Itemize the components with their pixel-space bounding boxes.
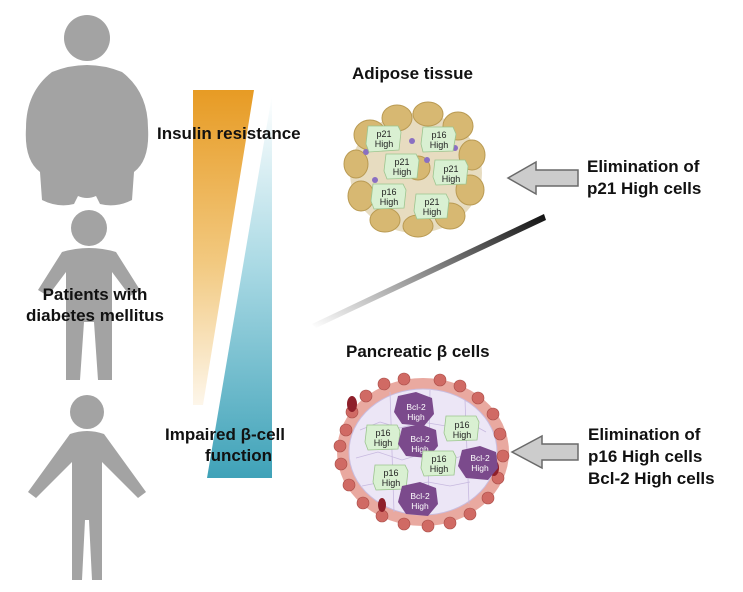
left-arrow-icon <box>506 160 579 196</box>
pancreas-cell-bcl2-4: Bcl-2 High <box>398 482 438 516</box>
pancreas-cell-p16-1: p16 High <box>364 424 401 451</box>
patients-label: Patients with diabetes mellitus <box>0 284 190 326</box>
adipose-cell-p16-2: p16 High <box>370 183 407 210</box>
cell-label-level: High <box>411 501 429 511</box>
adipose-tissue-illustration: p21 High p16 High p21 High p21 High p16 <box>343 101 486 238</box>
patients-label-line1: Patients with <box>42 285 148 304</box>
cell-label-level: High <box>375 139 394 149</box>
cell-label-level: High <box>453 430 472 440</box>
pancreas-cell-bcl2-2: Bcl-2 High <box>398 424 438 458</box>
insulin-resistance-label: Insulin resistance <box>157 124 301 143</box>
insulin-resistance-wedge <box>193 90 254 405</box>
cell-label-name: p21 <box>376 129 391 139</box>
thin-figure-icon <box>28 395 146 580</box>
elimination-adipose-label: Elimination of p21 High cells <box>587 156 701 200</box>
cell-label-level: High <box>374 438 393 448</box>
pancreas-cell-bcl2-1: Bcl-2 High <box>394 392 434 426</box>
pancreatic-islet-illustration: Bcl-2 High p16 High Bcl-2 High p16 High … <box>333 372 510 533</box>
cell-label-level: High <box>407 412 425 422</box>
cell-label-name: p16 <box>431 130 446 140</box>
cell-label-name: Bcl-2 <box>410 434 430 444</box>
adipose-tissue-title: Adipose tissue <box>352 64 473 83</box>
cell-label-name: Bcl-2 <box>406 402 426 412</box>
elimination-pancreas-line1: Elimination of <box>588 425 701 444</box>
pancreas-cell-bcl2-3: Bcl-2 High <box>458 446 498 480</box>
cell-label-name: Bcl-2 <box>470 453 490 463</box>
adipose-cell-p21-2: p21 High <box>383 153 420 180</box>
impaired-label-line1: Impaired β-cell <box>165 425 285 444</box>
pancreas-cell-p16-4: p16 High <box>372 464 409 491</box>
cell-label-level: High <box>430 464 449 474</box>
elimination-pancreas-line2: p16 High cells <box>588 447 703 466</box>
connector-line <box>312 214 546 328</box>
adipose-cell-p21-3: p21 High <box>432 159 469 186</box>
elimination-pancreas-line3: Bcl-2 High cells <box>588 469 715 488</box>
cell-label-level: High <box>442 174 461 184</box>
cell-label-name: p21 <box>424 197 439 207</box>
patients-label-line2: diabetes mellitus <box>26 306 164 325</box>
cell-label-level: High <box>380 197 399 207</box>
cell-label-name: Bcl-2 <box>410 491 430 501</box>
average-figure-icon <box>38 210 140 380</box>
adipose-cell-p21-1: p21 High <box>365 125 402 153</box>
cell-label-name: p16 <box>375 428 390 438</box>
cell-label-name: p21 <box>394 157 409 167</box>
left-arrow-icon <box>510 434 579 470</box>
elimination-adipose-line1: Elimination of <box>587 157 700 176</box>
adipose-cell-p16-1: p16 High <box>420 126 457 153</box>
cell-label-level: High <box>393 167 412 177</box>
impaired-beta-cell-label: Impaired β-cell function <box>165 424 285 466</box>
cell-label-name: p16 <box>431 454 446 464</box>
obese-figure-icon <box>25 15 149 206</box>
cell-label-level: High <box>382 478 401 488</box>
elimination-pancreas-label: Elimination of p16 High cells Bcl-2 High… <box>588 424 715 490</box>
cell-label-name: p16 <box>454 420 469 430</box>
cell-label-level: High <box>430 140 449 150</box>
pancreatic-beta-cells-title: Pancreatic β cells <box>346 342 490 361</box>
pancreas-cell-p16-2: p16 High <box>443 415 480 442</box>
adipose-cell-p21-4: p21 High <box>413 193 450 220</box>
impaired-beta-cell-wedge <box>207 95 272 478</box>
cell-label-name: p21 <box>443 164 458 174</box>
cell-label-level: High <box>471 463 489 473</box>
elimination-adipose-line2: p21 High cells <box>587 179 702 198</box>
cell-label-level: High <box>411 444 429 454</box>
pancreas-cell-p16-3: p16 High <box>420 450 457 477</box>
impaired-label-line2: function <box>205 446 273 465</box>
cell-label-level: High <box>423 207 442 217</box>
cell-label-name: p16 <box>381 187 396 197</box>
cell-label-name: p16 <box>383 468 398 478</box>
